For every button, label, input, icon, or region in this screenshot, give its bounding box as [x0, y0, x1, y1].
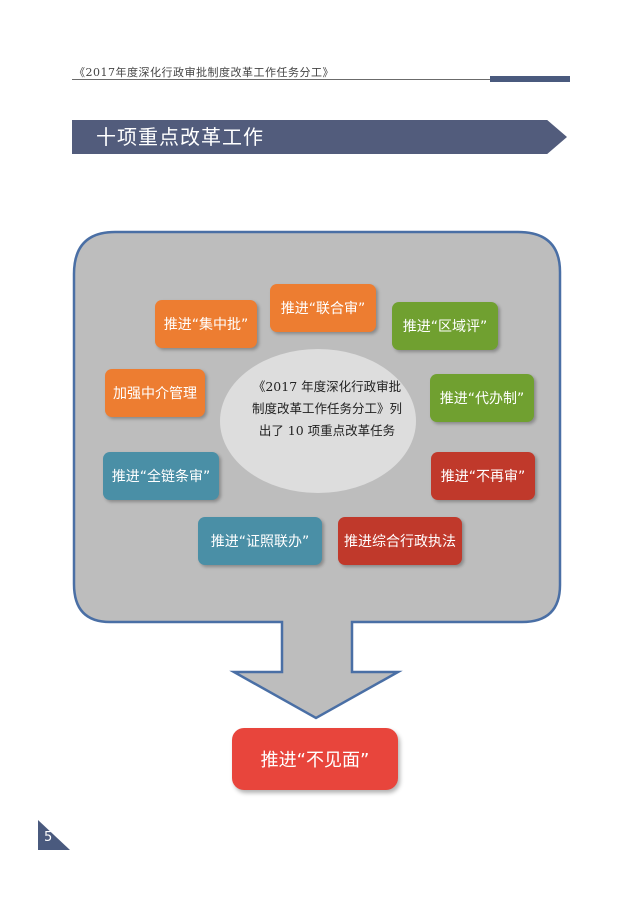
center-ellipse: [220, 349, 416, 493]
item-quanliantiaoshen: 推进“全链条审”: [103, 452, 219, 500]
item-jizhongpi: 推进“集中批”: [155, 300, 257, 348]
item-lianheshen: 推进“联合审”: [270, 284, 376, 332]
section-title: 十项重点改革工作: [96, 125, 264, 149]
final-item-bujianmian: 推进“不见面”: [232, 728, 398, 790]
item-zonghe-zhifa: 推进综合行政执法: [338, 517, 462, 565]
item-zhengzhao-lianban: 推进“证照联办”: [198, 517, 322, 565]
item-quyuping: 推进“区域评”: [392, 302, 498, 350]
header-rule: [72, 79, 490, 80]
header-accent-bar: [490, 76, 570, 82]
section-title-banner: 十项重点改革工作: [72, 120, 567, 154]
running-header: 《2017年度深化行政审批制度改革工作任务分工》: [74, 66, 334, 79]
item-buzaishen: 推进“不再审”: [431, 452, 535, 500]
center-description: 《2017 年度深化行政审批制度改革工作任务分工》列出了 10 项重点改革任务: [252, 379, 403, 438]
page-number: 5: [44, 830, 53, 845]
item-daibanzhi: 推进“代办制”: [430, 374, 534, 422]
item-zhongjie-guanli: 加强中介管理: [105, 369, 205, 417]
